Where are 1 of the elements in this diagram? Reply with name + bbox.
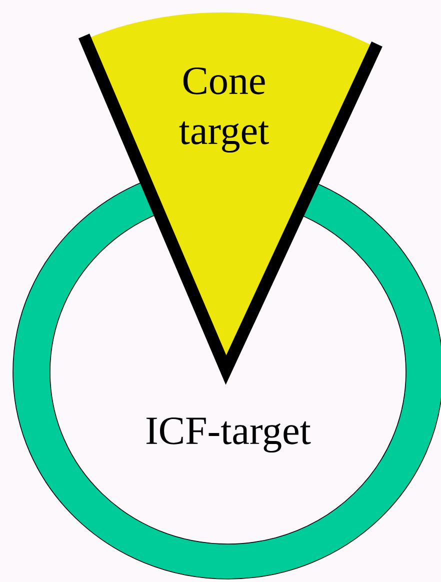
cone-target: Cone target: [78, 12, 382, 385]
